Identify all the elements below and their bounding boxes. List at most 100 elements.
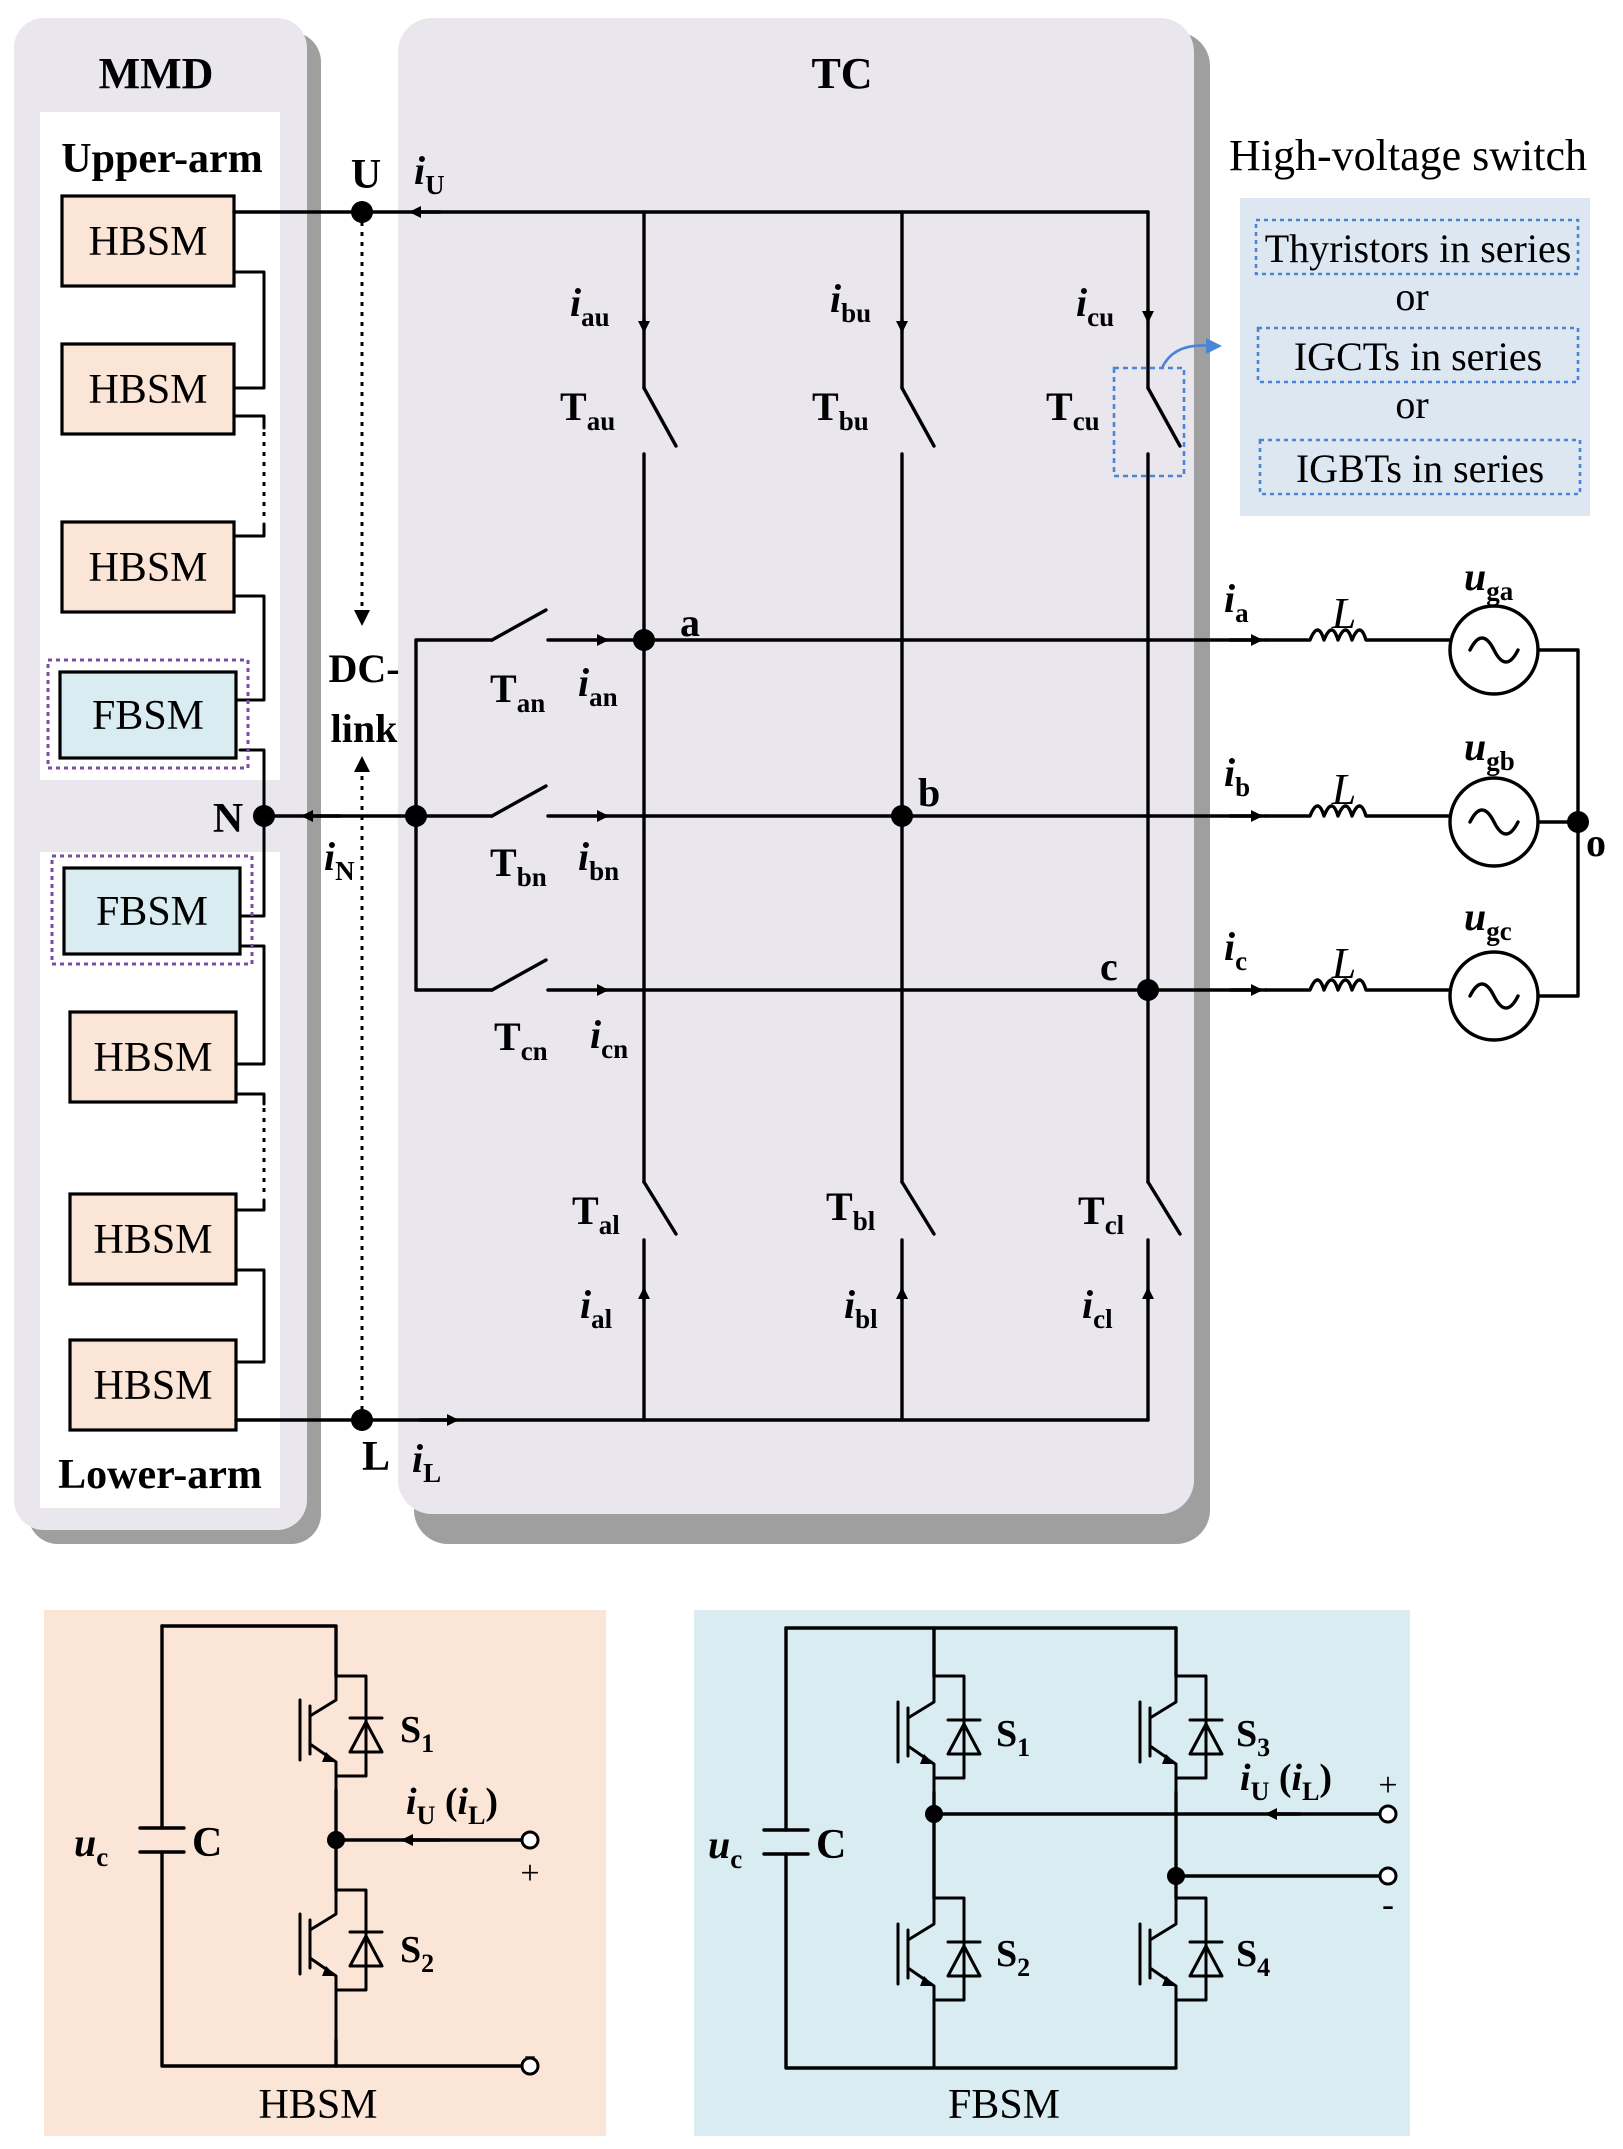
grid-side: L L L bbox=[1264, 589, 1589, 1042]
switch-S3-label: S3 bbox=[1236, 1713, 1270, 1762]
hbsm-box bbox=[60, 520, 236, 614]
submodule-hbsm: HBSM bbox=[68, 1338, 238, 1432]
emitter-arrow bbox=[1162, 1754, 1176, 1764]
transistor-symbol bbox=[1138, 1896, 1178, 2070]
hv-or-1: or bbox=[1395, 274, 1428, 319]
dc-link-arrowhead bbox=[354, 756, 370, 772]
switch-Tcn bbox=[490, 958, 548, 992]
node-a-label: a bbox=[680, 600, 700, 645]
hbsm-detail-background bbox=[44, 1610, 606, 2136]
callout-arrow bbox=[1160, 344, 1213, 369]
hv-option-igcts: IGCTs in series bbox=[1294, 334, 1542, 379]
inductor-label: L bbox=[1331, 939, 1356, 988]
fbsm-outline bbox=[46, 658, 250, 770]
capacitor-symbol bbox=[138, 1826, 186, 1854]
mmd-title: MMD bbox=[99, 49, 214, 98]
submodule-label: HBSM bbox=[93, 1363, 212, 1409]
tc-panel-body bbox=[398, 18, 1194, 1514]
callout-arrowhead bbox=[1206, 338, 1222, 354]
plus-sign: + bbox=[1378, 1767, 1397, 1804]
submodule-hbsm: HBSM bbox=[68, 1192, 238, 1286]
hbsm-detail: uc C S1 S2 iU (iL) + - HBSM bbox=[44, 1610, 606, 2136]
diode-symbol bbox=[946, 1722, 982, 1756]
node-a-dot bbox=[633, 629, 655, 651]
current-iL: iL bbox=[412, 1436, 441, 1488]
terminal-minus bbox=[520, 2056, 540, 2076]
submodule-label: HBSM bbox=[88, 545, 207, 591]
hv-switch-panel bbox=[1240, 198, 1590, 516]
wire bbox=[784, 1852, 1178, 2070]
igbt-s4 bbox=[1138, 1896, 1224, 2070]
submodule-label: FBSM bbox=[92, 693, 204, 739]
current-iU: iU bbox=[414, 148, 445, 200]
inductor-label: L bbox=[1331, 589, 1356, 638]
dc-link-label-line1: DC- bbox=[328, 646, 399, 691]
source-label-ugc: ugc bbox=[1464, 894, 1512, 946]
switch-Tbu bbox=[900, 386, 936, 448]
tc-title: TC bbox=[811, 49, 872, 98]
switch-Tbl bbox=[900, 1180, 936, 1236]
switch-Tcu bbox=[1146, 386, 1182, 448]
switch-label-Tbl: Tbl bbox=[826, 1184, 876, 1236]
switch-S2-label: S2 bbox=[400, 1929, 434, 1978]
node-L-dot bbox=[351, 1409, 373, 1431]
wire bbox=[334, 1674, 368, 1692]
wire bbox=[334, 1888, 368, 1906]
sine-icon bbox=[1468, 982, 1520, 1010]
submodule-hbsm: HBSM bbox=[68, 1010, 238, 1104]
igbt-s2 bbox=[298, 1888, 384, 2042]
capacitor-symbol bbox=[762, 1828, 810, 1856]
terminal-plus bbox=[520, 1830, 540, 1850]
ac-source-b bbox=[1448, 776, 1540, 868]
hbsm-box bbox=[68, 1010, 238, 1104]
fbsm-detail: uc C S1 S2 S3 S4 iU (iL) + - FBSM bbox=[694, 1610, 1410, 2136]
terminal-plus bbox=[1378, 1804, 1398, 1824]
wire bbox=[160, 1850, 532, 2068]
node-b-dot bbox=[891, 805, 913, 827]
capacitor-voltage: uc bbox=[708, 1822, 742, 1874]
igbt-s1 bbox=[298, 1674, 384, 1792]
submodule-label: FBSM bbox=[96, 889, 208, 935]
switch-S2-label: S2 bbox=[996, 1933, 1030, 1982]
arm-current-label: iU (iL) bbox=[1240, 1757, 1332, 1806]
fbsm-box bbox=[58, 670, 238, 760]
current-ian: ian bbox=[578, 660, 618, 712]
current-iN: iN bbox=[324, 834, 355, 886]
diode-symbol bbox=[946, 1944, 982, 1978]
node-b-label: b bbox=[918, 770, 940, 815]
fbsm-detail-background bbox=[694, 1610, 1410, 2136]
emitter-arrow bbox=[920, 1754, 934, 1764]
switch-label-Tcn: Tcn bbox=[494, 1014, 548, 1066]
wire bbox=[232, 270, 266, 390]
fbsm-box bbox=[62, 866, 242, 956]
option-box bbox=[1256, 326, 1580, 384]
junction-dot bbox=[405, 805, 427, 827]
switch-S1-label: S1 bbox=[996, 1713, 1030, 1762]
node-o-dot bbox=[1567, 811, 1589, 833]
switch-Tbn bbox=[490, 784, 548, 818]
submodule-hbsm: HBSM bbox=[60, 342, 236, 436]
transistor-symbol bbox=[298, 1888, 338, 2042]
transistor-symbol bbox=[896, 1896, 936, 2070]
hbsm-box bbox=[68, 1192, 238, 1286]
igbt-s2 bbox=[896, 1896, 982, 2070]
node-U-dot bbox=[351, 201, 373, 223]
capacitor-label: C bbox=[816, 1822, 846, 1868]
wire bbox=[232, 414, 266, 430]
labels: U N L a b c o DC- link iU iN iL iau ibu … bbox=[213, 148, 1606, 1488]
option-box bbox=[1258, 438, 1582, 496]
submodule-label: HBSM bbox=[88, 367, 207, 413]
sine-icon bbox=[1468, 808, 1520, 836]
dc-link-label-line2: link bbox=[331, 706, 398, 751]
inductor-coil bbox=[1264, 978, 1452, 992]
inductor-c bbox=[1264, 978, 1452, 992]
switch-label-Tal: Tal bbox=[572, 1188, 620, 1240]
current-icu: icu bbox=[1076, 280, 1114, 332]
fbsm-detail-title: FBSM bbox=[948, 2082, 1060, 2128]
ac-source-a bbox=[1448, 604, 1540, 696]
current-ib: ib bbox=[1224, 750, 1250, 802]
wire bbox=[234, 1198, 266, 1212]
capacitor-label: C bbox=[192, 1820, 222, 1866]
switch-Tau bbox=[642, 386, 678, 448]
node-U-label: U bbox=[351, 152, 381, 198]
